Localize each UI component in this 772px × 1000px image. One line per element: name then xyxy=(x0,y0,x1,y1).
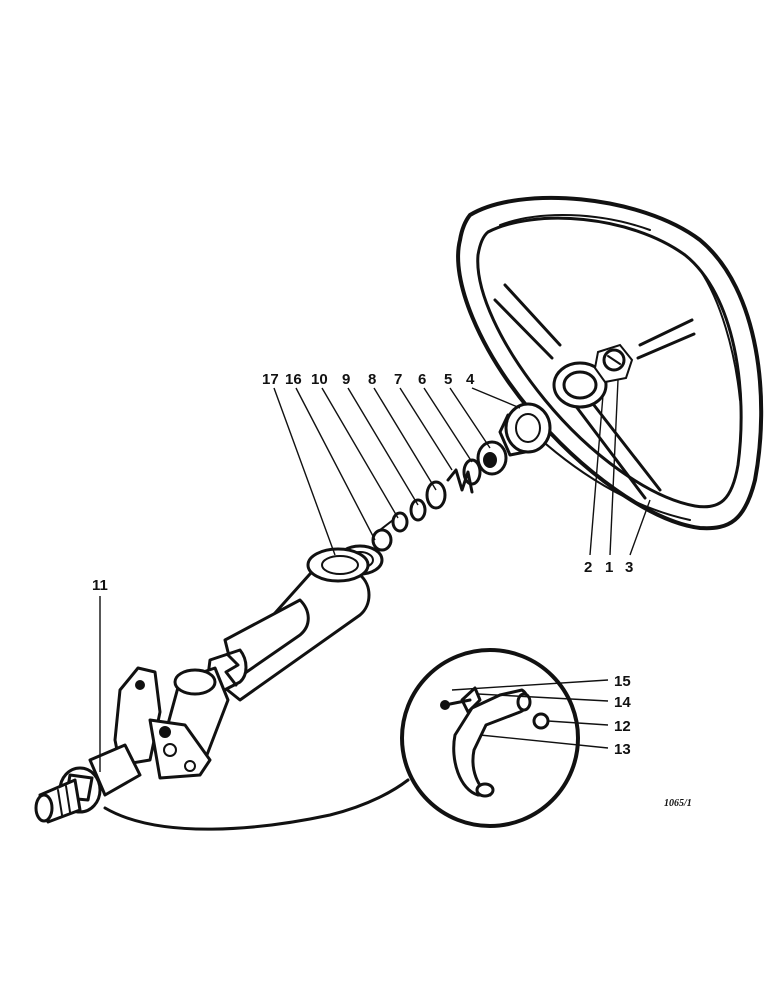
callout-labels: 17 16 10 9 8 7 6 5 4 2 1 3 11 15 14 12 1… xyxy=(92,371,692,809)
callout-13: 13 xyxy=(614,741,631,758)
callout-5: 5 xyxy=(444,371,452,388)
bearing-part-5 xyxy=(476,440,508,476)
callout-15: 15 xyxy=(614,673,631,690)
upper-bush-part-4 xyxy=(498,402,552,457)
callout-10: 10 xyxy=(311,371,328,388)
collet-part-10 xyxy=(379,511,409,533)
ring-part-16 xyxy=(371,528,393,552)
collar-part-8 xyxy=(425,480,447,510)
detail-leader-curve xyxy=(103,778,410,831)
callout-7: 7 xyxy=(394,371,402,388)
steering-wheel xyxy=(456,195,764,531)
callout-16: 16 xyxy=(285,371,302,388)
callout-12: 12 xyxy=(614,718,631,735)
callout-11: 11 xyxy=(92,577,108,594)
callout-2: 2 xyxy=(584,559,592,576)
callout-6: 6 xyxy=(418,371,426,388)
detail-inset xyxy=(400,648,580,828)
callout-14: 14 xyxy=(614,694,631,711)
callout-17: 17 xyxy=(262,371,279,388)
callout-9: 9 xyxy=(342,371,350,388)
spring-part-7 xyxy=(446,468,474,494)
washer-part-9 xyxy=(409,498,427,522)
callout-3: 3 xyxy=(625,559,633,576)
reference-code: 1065/1 xyxy=(664,798,692,809)
steering-column xyxy=(34,547,371,824)
callout-8: 8 xyxy=(368,371,376,388)
callout-1: 1 xyxy=(605,559,613,576)
callout-4: 4 xyxy=(466,371,475,388)
leader-lines xyxy=(99,379,651,772)
